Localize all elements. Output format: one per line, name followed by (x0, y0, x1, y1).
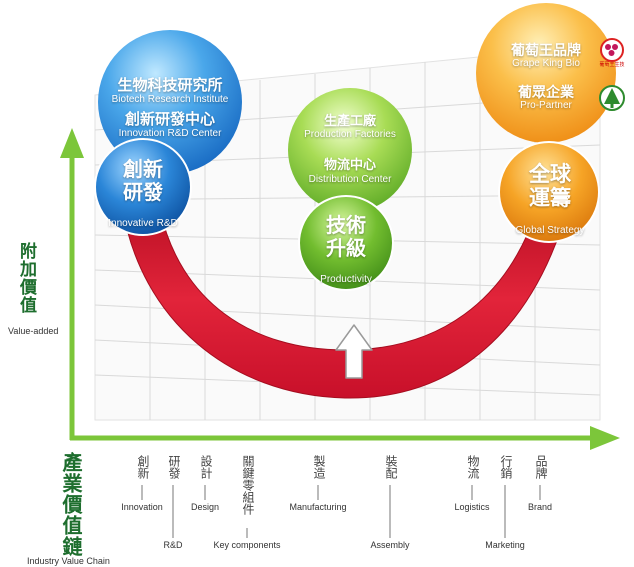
global-node-zh2: 運籌 (529, 186, 571, 210)
productivity-node (298, 195, 394, 291)
up-arrow-icon (335, 324, 373, 379)
stage-assembly-en: Assembly (370, 540, 410, 550)
productivity-node-zh1: 技術 (326, 213, 366, 237)
research-institute-en: Biotech Research Institute (111, 94, 229, 105)
pro-partner-logo-icon (599, 85, 625, 111)
stage-logistics-zh: 物流 (466, 455, 480, 479)
grape-king-brand-en: Grape King Bio (512, 58, 580, 69)
production-bubble (288, 88, 412, 212)
stage-manufacturing-zh: 製造 (312, 455, 326, 479)
distribution-center-title: 物流中心 (323, 158, 376, 173)
stage-key-components-en: Key components (213, 540, 281, 550)
productivity-node-zh2: 升級 (326, 236, 366, 260)
innovation-node-en: Innovative R&D (108, 218, 178, 229)
stage-logistics-en: Logistics (454, 502, 490, 512)
stage-brand-zh: 品牌 (534, 455, 548, 479)
stage-design-zh: 設計 (199, 455, 213, 479)
rd-center-title: 創新研發中心 (124, 110, 215, 128)
grape-king-brand-title: 葡萄王品牌 (511, 43, 581, 59)
stage-rd-en: R&D (163, 540, 183, 550)
productivity-node-en: Productivity (320, 274, 372, 285)
stage-manufacturing-en: Manufacturing (289, 502, 347, 512)
production-factories-en: Production Factories (304, 129, 396, 140)
global-node-zh1: 全球 (529, 162, 571, 186)
y-axis-label-en: Value-added (8, 326, 59, 336)
stage-ticks (141, 485, 541, 538)
y-axis-label: 附加價值 (16, 242, 36, 314)
grape-king-logo-text: 葡萄王生技 (599, 62, 625, 68)
y-axis-arrow-icon (60, 128, 84, 158)
global-node (498, 141, 600, 243)
brand-bubble (476, 3, 616, 143)
research-institute-title: 生物科技研究所 (117, 76, 223, 94)
global-node-en: Global Strategy (515, 225, 585, 236)
stage-marketing-zh: 行銷 (499, 455, 513, 479)
x-axis-label: 產業價值鏈 (59, 452, 83, 557)
stage-assembly-zh: 裝配 (384, 455, 398, 479)
distribution-center-en: Distribution Center (308, 174, 392, 185)
stage-key-components-zh: 關鍵零組件 (241, 455, 255, 515)
pro-partner-title: 葡眾企業 (518, 85, 574, 101)
grape-king-logo-icon (600, 38, 624, 62)
production-factories-title: 生產工廠 (323, 114, 376, 129)
x-axis-arrow-icon (590, 426, 620, 450)
stage-design-en: Design (190, 502, 220, 512)
stage-brand-en: Brand (527, 502, 553, 512)
pro-partner-en: Pro-Partner (520, 100, 572, 111)
x-axis-label-en: Industry Value Chain (27, 556, 110, 566)
stage-rd-zh: 研發 (167, 455, 181, 479)
innovation-node (94, 138, 192, 236)
innovation-node-zh1: 創新 (123, 157, 163, 181)
innovation-node-zh2: 研發 (123, 180, 163, 204)
stage-innovation-zh: 創新 (136, 455, 150, 479)
stage-innovation-en: Innovation (121, 502, 163, 512)
rd-center-en: Innovation R&D Center (118, 128, 222, 139)
stage-marketing-en: Marketing (485, 540, 525, 550)
research-bubble (98, 30, 242, 174)
